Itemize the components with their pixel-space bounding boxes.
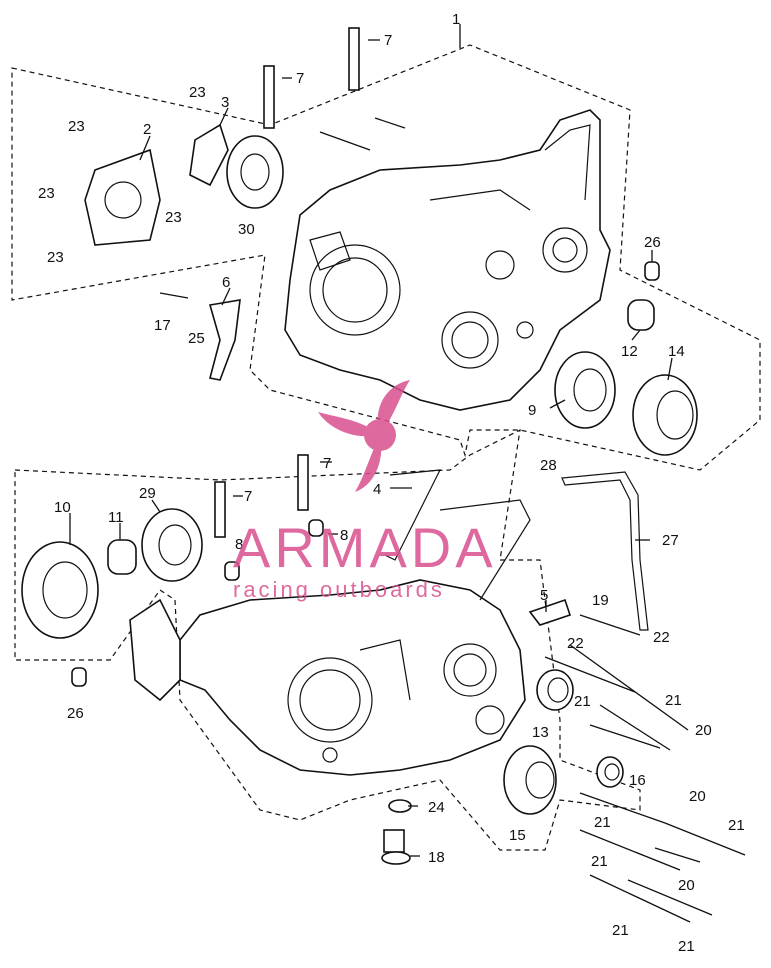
label-26a: 26 — [644, 234, 661, 251]
label-22a: 22 — [567, 635, 584, 652]
lower-crankcase-half — [129, 499, 531, 776]
label-30: 30 — [238, 221, 255, 238]
bracket-4 — [384, 469, 442, 561]
label-14: 14 — [668, 343, 685, 360]
label-21a: 21 — [574, 693, 591, 710]
label-20c: 20 — [678, 877, 695, 894]
label-13: 13 — [532, 724, 549, 741]
label-21f: 21 — [612, 922, 629, 939]
label-7c: 7 — [323, 455, 331, 472]
propeller-logo — [318, 380, 410, 492]
hose-27 — [561, 471, 649, 631]
label-24: 24 — [428, 799, 445, 816]
label-23a: 23 — [68, 118, 85, 135]
cover-plate-2 — [84, 148, 161, 246]
label-29: 29 — [139, 485, 156, 502]
bearing-30 — [226, 135, 284, 209]
label-21e: 21 — [591, 853, 608, 870]
label-6: 6 — [222, 274, 230, 291]
label-28: 28 — [540, 457, 557, 474]
needle-bearing-12 — [627, 299, 655, 331]
label-7b: 7 — [296, 70, 304, 87]
label-23c: 23 — [38, 185, 55, 202]
leader-lines — [69, 24, 673, 857]
upper-group-boundary — [11, 44, 761, 471]
label-23b: 23 — [189, 84, 206, 101]
label-8b: 8 — [340, 527, 348, 544]
watermark-tagline: racing outboards — [233, 577, 445, 602]
gasket-3 — [189, 123, 229, 187]
label-11: 11 — [108, 509, 124, 526]
part-number-labels: 1 2 3 4 5 6 7 7 7 7 8 8 9 10 11 12 13 14… — [38, 11, 745, 955]
label-12: 12 — [621, 343, 638, 360]
label-21c: 21 — [594, 814, 611, 831]
armada-watermark: ARMADA racing outboards — [233, 380, 497, 602]
label-27: 27 — [662, 532, 679, 549]
label-17: 17 — [154, 317, 171, 334]
label-2: 2 — [143, 121, 151, 138]
label-21g: 21 — [678, 938, 695, 955]
label-5: 5 — [540, 587, 548, 604]
bracket-6 — [208, 299, 241, 381]
bearing-29 — [141, 508, 203, 582]
oil-seal-15 — [503, 745, 557, 815]
label-1: 1 — [452, 11, 460, 28]
upper-crankcase-half — [284, 109, 611, 411]
label-21b: 21 — [665, 692, 682, 709]
label-7a: 7 — [384, 32, 392, 49]
needle-bearing-11 — [107, 539, 137, 575]
label-25: 25 — [188, 330, 205, 347]
oil-seal-16 — [596, 756, 624, 788]
label-18: 18 — [428, 849, 445, 866]
studs-and-bolts — [71, 27, 746, 923]
label-19: 19 — [592, 592, 609, 609]
label-22b: 22 — [653, 629, 670, 646]
label-15: 15 — [509, 827, 526, 844]
label-10: 10 — [54, 499, 71, 516]
label-16: 16 — [629, 772, 646, 789]
lower-group-boundary — [14, 428, 641, 851]
bearing-10 — [21, 541, 99, 639]
label-21d: 21 — [728, 817, 745, 834]
watermark-brand: ARMADA — [233, 516, 497, 579]
label-9: 9 — [528, 402, 536, 419]
part-5 — [528, 598, 572, 626]
oil-seal-13 — [536, 669, 574, 711]
label-4: 4 — [373, 481, 381, 498]
oil-seal-14 — [632, 374, 698, 456]
label-7d: 7 — [244, 488, 252, 505]
label-20a: 20 — [695, 722, 712, 739]
label-3: 3 — [221, 94, 229, 111]
label-20b: 20 — [689, 788, 706, 805]
label-23e: 23 — [47, 249, 64, 266]
label-26b: 26 — [67, 705, 84, 722]
label-23d: 23 — [165, 209, 182, 226]
bearing-9 — [554, 351, 616, 429]
label-8a: 8 — [235, 536, 243, 553]
